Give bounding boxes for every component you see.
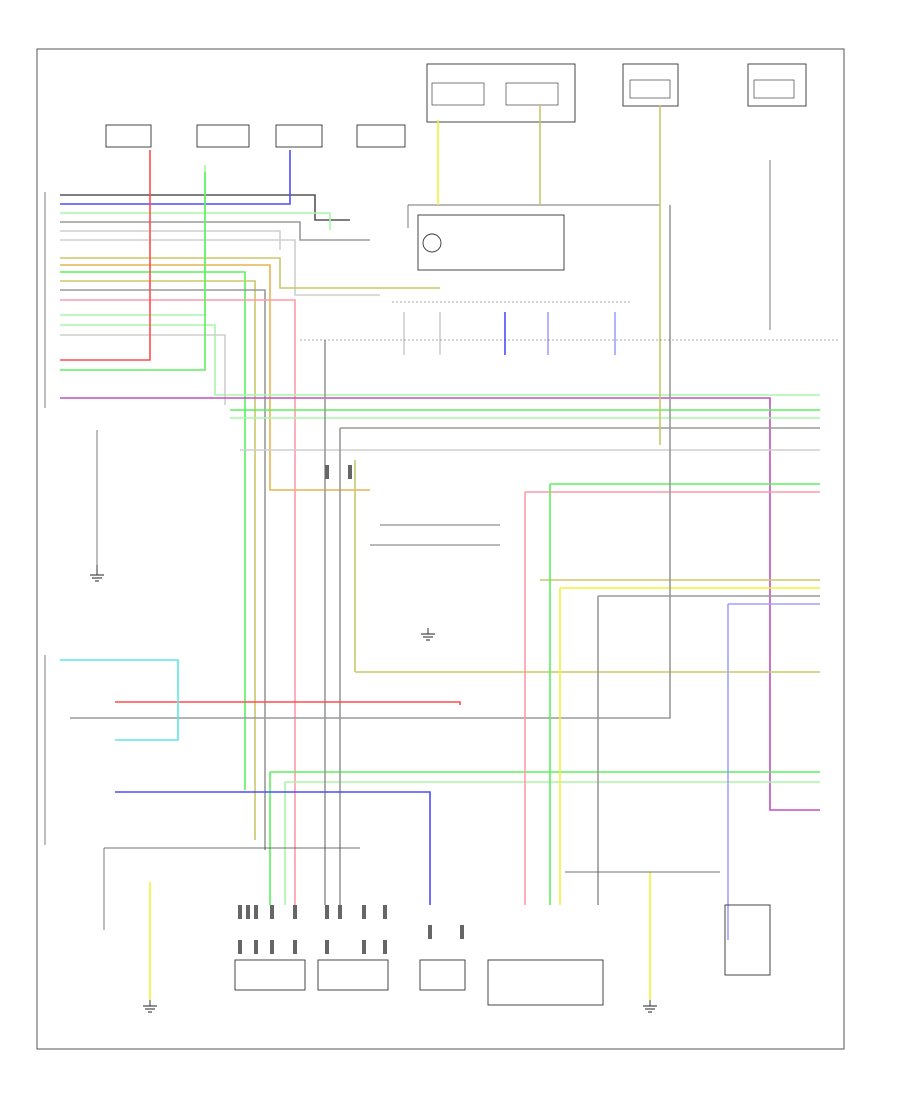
bottom-box-5 (724, 904, 771, 976)
control-unit-box (417, 214, 565, 271)
wire-orange-1 (60, 264, 370, 491)
connector-pin-icon (238, 465, 464, 954)
module-box-3 (275, 124, 323, 148)
wire-blue-1 (60, 150, 291, 205)
wire-gray-5 (60, 334, 226, 405)
fuse-sub-2 (505, 82, 559, 106)
central-control-unit (407, 204, 660, 271)
fuse-sub-1 (431, 82, 485, 106)
ground-symbol-icon (90, 565, 657, 1013)
fuse-box-3 (747, 63, 807, 107)
wire-red-1 (60, 150, 151, 361)
wire-black-1 (60, 194, 350, 221)
wire-green-2 (60, 271, 246, 790)
bottom-box-2 (317, 959, 389, 991)
right-bus (230, 409, 820, 783)
wire-gray-1 (60, 221, 370, 241)
fuse-sub-3 (629, 79, 671, 99)
wire-green-4 (60, 324, 820, 396)
fuse-box-main (426, 63, 576, 123)
wire-gray-3 (60, 239, 380, 296)
diagram-frame (36, 48, 845, 1050)
misc-lines (96, 160, 840, 930)
wire-purple-1 (60, 397, 820, 811)
fuse-box-2 (622, 63, 679, 107)
wire-gray-4 (60, 289, 266, 850)
wire-gray-2 (60, 230, 281, 250)
switch-row (392, 301, 630, 355)
bottom-box-1 (234, 959, 306, 991)
bottom-box-3 (419, 959, 466, 991)
wire-olive-2 (60, 280, 256, 840)
wire-green-5 (60, 172, 206, 371)
wire-pink-1 (60, 299, 296, 905)
top-modules (105, 63, 807, 148)
wire-red-v2 (115, 701, 461, 705)
wire-cyan-loop (60, 659, 179, 741)
module-box-2 (196, 124, 250, 148)
wire-blue-v2 (115, 791, 431, 905)
fuse-sub-4 (753, 79, 795, 99)
motor-icon (422, 233, 442, 253)
module-box-1 (105, 124, 152, 148)
wire-olive-1 (60, 257, 440, 289)
bottom-box-4 (487, 959, 604, 1006)
wire-gray-v1 (70, 205, 671, 719)
bottom-modules (234, 904, 771, 1006)
vertical-wires (70, 105, 729, 1000)
module-box-4 (356, 124, 406, 148)
